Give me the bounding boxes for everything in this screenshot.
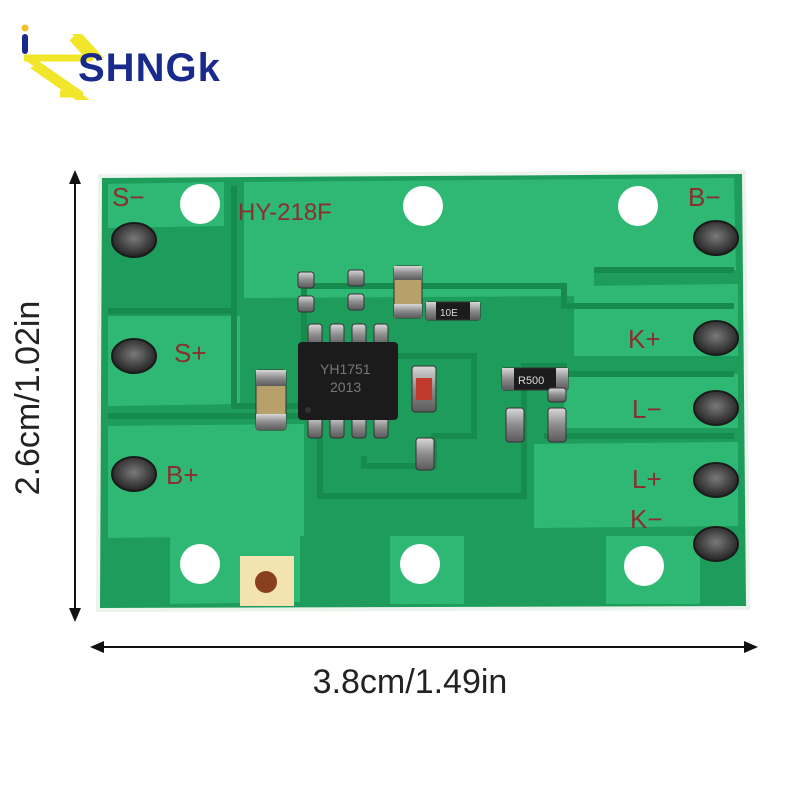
label-b-plus: B+ [166, 460, 199, 490]
label-k-plus: K+ [628, 324, 661, 354]
smd-components: 10E R500 [255, 265, 569, 471]
chip-marking-2: 2013 [330, 379, 361, 395]
solder-pads [111, 220, 739, 562]
label-l-minus: L− [632, 394, 662, 424]
resistor-1-marking: 10E [440, 308, 458, 319]
resistor-2-marking: R500 [518, 375, 544, 387]
board-model-label: HY-218F [238, 199, 332, 226]
silkscreen-labels: S− S+ B+ B− K+ L− L+ K− HY-218F [112, 182, 721, 534]
ic-chip: YH1751 2013 [298, 323, 398, 439]
label-k-minus: K− [630, 504, 663, 534]
brand-logo: SHNGk [20, 24, 260, 104]
label-s-minus: S− [112, 182, 145, 212]
width-dimension-label: 3.8cm/1.49in [312, 663, 508, 701]
pcb-board: S− S+ B+ B− K+ L− L+ K− HY-218F [96, 170, 750, 612]
chip-marking-1: YH1751 [320, 361, 371, 377]
label-l-plus: L+ [632, 464, 662, 494]
height-dimension-label: 2.6cm/1.02in [9, 300, 47, 496]
label-b-minus: B− [688, 182, 721, 212]
brand-i-glyph-icon [21, 24, 29, 54]
height-dimension-arrow [69, 170, 81, 622]
brand-arrow-icon [24, 34, 104, 100]
label-s-plus: S+ [174, 338, 207, 368]
width-dimension-arrow [90, 641, 758, 653]
mounting-holes [180, 184, 664, 586]
brand-name: SHNGk [78, 46, 221, 90]
